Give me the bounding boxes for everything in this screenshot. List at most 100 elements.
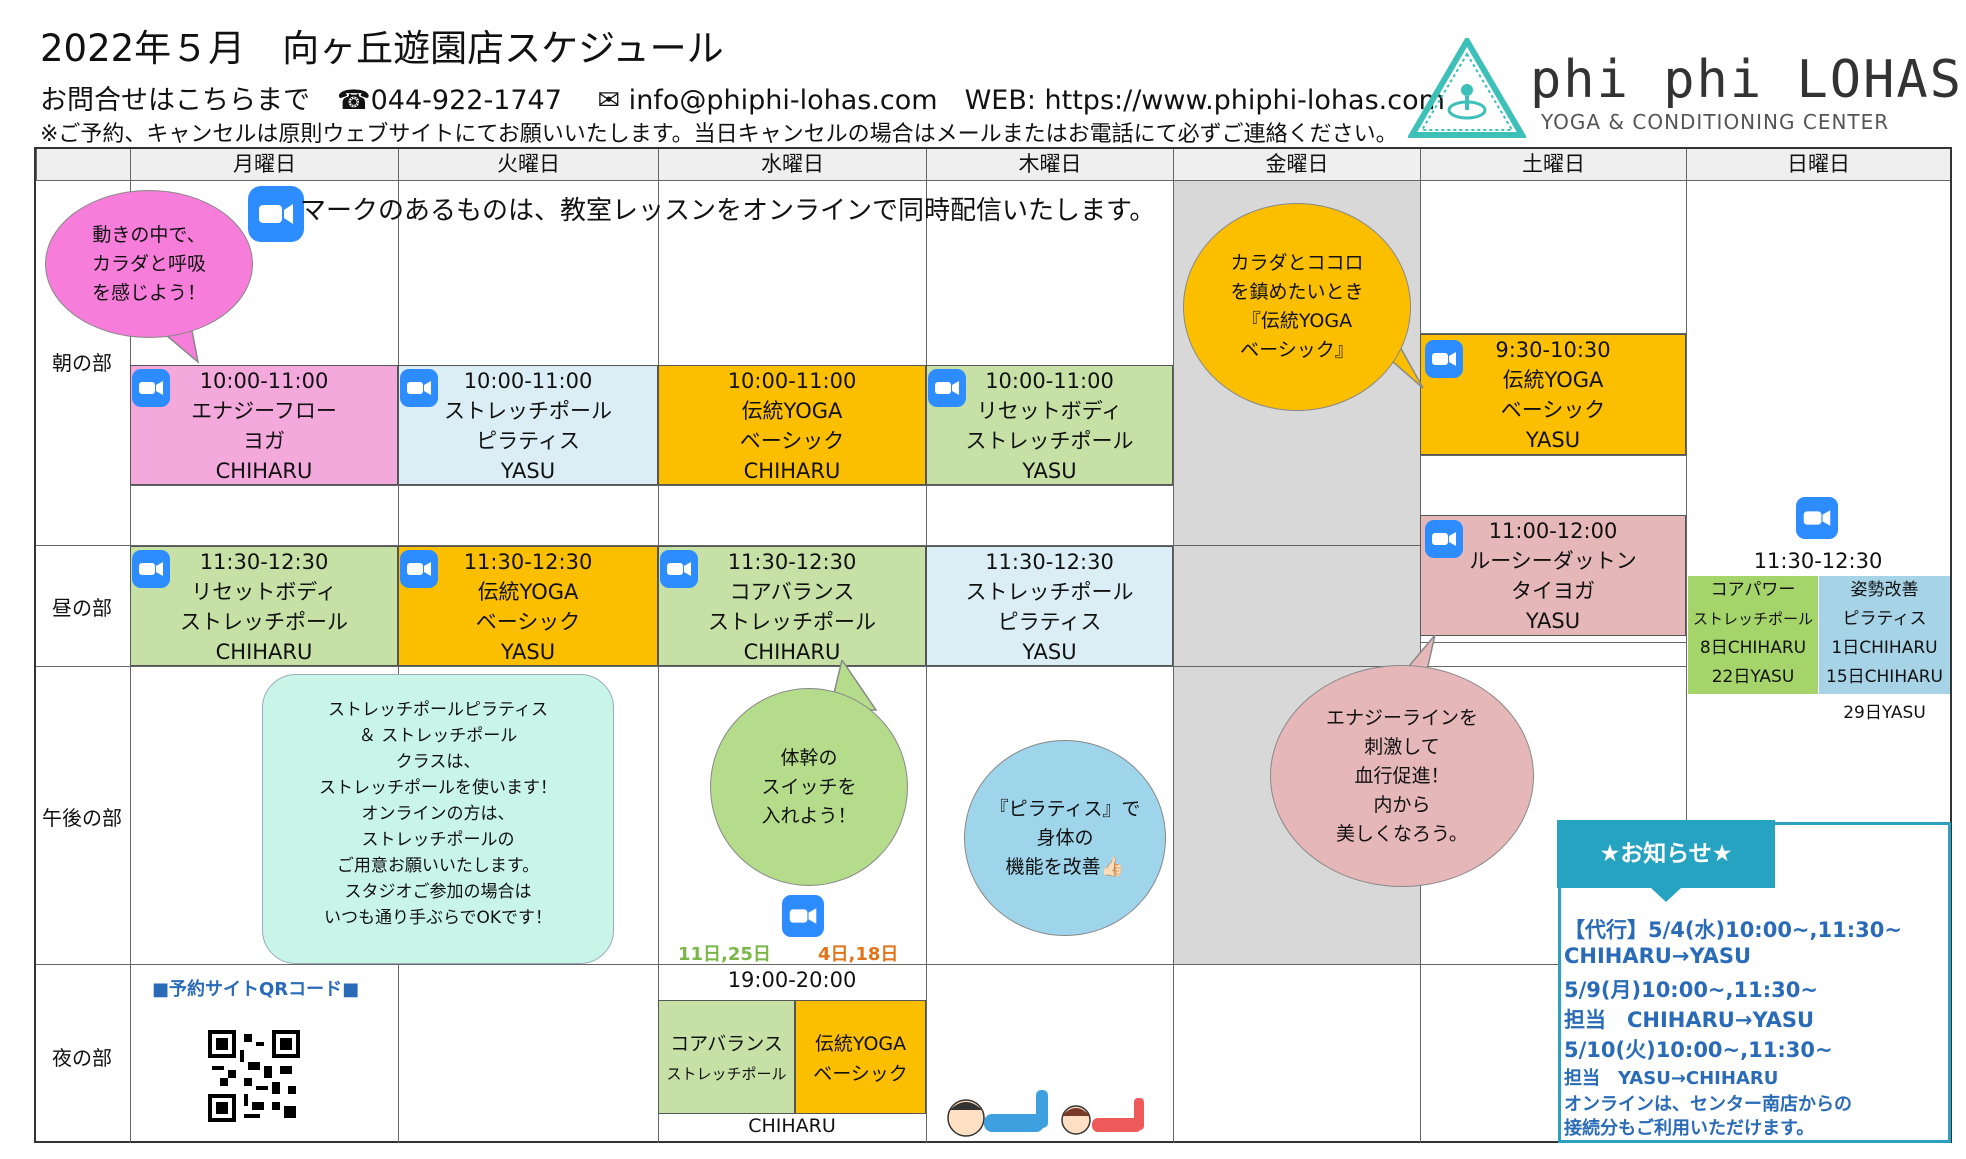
period-morning: 朝の部 <box>52 351 112 375</box>
class-teacher: CHIHARU <box>215 640 313 664</box>
grid-line <box>1420 455 1686 456</box>
class-name-sub: ベーシック <box>813 1063 908 1085</box>
logo-name: phi phi LOHAS <box>1530 50 1963 110</box>
class-teacher: YASU <box>1022 459 1077 483</box>
class-time: 10:00-11:00 <box>199 369 329 393</box>
class-tue-morning[interactable]: 10:00-11:00 ストレッチポール ピラティス YASU <box>398 365 658 485</box>
class-name: エナジーフロー <box>191 399 337 423</box>
sun-class-time: 11:30-12:30 <box>1753 549 1883 573</box>
period-noon: 昼の部 <box>52 596 112 620</box>
stretchpole-notice-box: ストレッチポールピラティス＆ ストレッチポールクラスは、 ストレッチポールを使い… <box>262 674 614 964</box>
class-time: 9:30-10:30 <box>1495 338 1611 362</box>
qr-code[interactable] <box>208 1030 300 1126</box>
class-name: リセットボディ <box>191 580 337 604</box>
bubble-blue: 『ピラティス』で身体の機能を改善👍🏻 <box>964 740 1166 936</box>
class-time: 11:30-12:30 <box>199 550 329 574</box>
class-name-sub: ベーシック <box>475 610 581 634</box>
class-thu-morning[interactable]: 10:00-11:00 リセットボディ ストレッチポール YASU <box>926 365 1173 485</box>
class-mon-noon[interactable]: 11:30-12:30 リセットボディ ストレッチポール CHIHARU <box>130 546 398 666</box>
day-header-sat: 土曜日 <box>1420 149 1686 180</box>
class-name-sub: ベーシック <box>739 429 845 453</box>
wed-evening-teacher: CHIHARU <box>748 1115 836 1137</box>
zoom-icon <box>132 550 170 588</box>
zoom-icon <box>1425 340 1463 378</box>
class-name-sub: ストレッチポール <box>180 610 348 634</box>
class-sun-left[interactable]: コアパワー ストレッチポール 8日CHIHARU 22日YASU <box>1688 576 1818 694</box>
news-title: ★お知らせ★ <box>1557 820 1775 902</box>
class-time: 10:00-11:00 <box>727 369 857 393</box>
wed-evening-time: 19:00-20:00 <box>727 968 857 992</box>
zoom-icon <box>248 186 304 242</box>
class-name-sub: タイヨガ <box>1511 579 1595 603</box>
contact-info: お問合せはこちらまで ☎044-922-1747 ✉ info@phiphi-l… <box>40 85 1445 116</box>
day-header-mon: 月曜日 <box>130 149 398 180</box>
zoom-icon <box>400 369 438 407</box>
period-afternoon: 午後の部 <box>42 806 122 830</box>
class-time: 10:00-11:00 <box>463 369 593 393</box>
class-date: 1日CHIHARU <box>1831 638 1938 658</box>
news-line: 担当 YASU→CHIHARU <box>1564 1068 1779 1089</box>
class-teacher: YASU <box>1525 609 1581 633</box>
zoom-icon <box>928 369 966 407</box>
class-wed-evening-right[interactable]: 伝統YOGA ベーシック <box>795 1000 926 1114</box>
grid-line <box>36 964 1558 965</box>
sun-extra-date: 29日YASU <box>1843 703 1926 723</box>
class-teacher: YASU <box>1022 640 1077 664</box>
class-name: ルーシーダットン <box>1469 549 1637 573</box>
news-line: 【代行】5/4(水)10:00~,11:30~ <box>1564 918 1902 942</box>
grid-line <box>36 545 1686 546</box>
header-corner <box>36 149 130 180</box>
class-time: 11:30-12:30 <box>463 550 593 574</box>
class-time: 11:30-12:30 <box>985 550 1114 574</box>
class-teacher: CHIHARU <box>743 459 841 483</box>
class-name: 姿勢改善 <box>1850 580 1919 600</box>
zoom-icon <box>1796 497 1838 539</box>
day-header-wed: 水曜日 <box>658 149 926 180</box>
class-mon-morning[interactable]: 10:00-11:00 エナジーフロー ヨガ CHIHARU <box>130 365 398 485</box>
wed-evening-dates-right: 4日,18日 <box>818 944 899 965</box>
class-name: ストレッチポール <box>444 399 612 423</box>
class-thu-noon[interactable]: 11:30-12:30 ストレッチポール ピラティス YASU <box>926 546 1173 666</box>
booking-notice: ※ご予約、キャンセルは原則ウェブサイトにてお願いいたします。当日キャンセルの場合… <box>40 122 1398 147</box>
logo-subtitle: YOGA & CONDITIONING CENTER <box>1541 110 1890 134</box>
class-teacher: YASU <box>500 459 556 483</box>
class-tue-noon[interactable]: 11:30-12:30 伝統YOGA ベーシック YASU <box>398 546 658 666</box>
logo-mark-icon <box>1406 35 1528 142</box>
class-wed-evening-left[interactable]: コアバランス ストレッチポール <box>658 1000 795 1114</box>
schedule-grid <box>34 147 1952 1143</box>
class-name-sub: ヨガ <box>243 429 285 453</box>
day-header-sun: 日曜日 <box>1686 149 1950 180</box>
qr-label: ■予約サイトQRコード■ <box>152 979 360 1000</box>
class-name: コアバランス <box>670 1033 783 1055</box>
class-sat-noon[interactable]: 11:00-12:00 ルーシーダットン タイヨガ YASU <box>1420 515 1686 636</box>
class-teacher: CHIHARU <box>215 459 313 483</box>
class-name: コアバランス <box>729 580 855 604</box>
class-name: リセットボディ <box>976 399 1123 423</box>
class-sat-morning[interactable]: 9:30-10:30 伝統YOGA ベーシック YASU <box>1420 334 1686 455</box>
class-name-sub: ストレッチポール <box>708 610 876 634</box>
class-name: 伝統YOGA <box>1502 368 1604 392</box>
class-teacher: CHIHARU <box>743 640 841 664</box>
class-wed-noon[interactable]: 11:30-12:30 コアバランス ストレッチポール CHIHARU <box>658 546 926 666</box>
class-sun-right[interactable]: 姿勢改善 ピラティス 1日CHIHARU 15日CHIHARU <box>1819 576 1950 694</box>
class-name: ストレッチポール <box>965 580 1134 604</box>
class-name: 伝統YOGA <box>477 580 579 604</box>
class-name: 伝統YOGA <box>814 1033 907 1055</box>
bubble-rose: エナジーラインを刺激して血行促進！内から美しくなろう。 <box>1270 665 1534 887</box>
news-line: 担当 CHIHARU→YASU <box>1564 1008 1815 1032</box>
grid-line <box>130 485 1173 486</box>
class-teacher: YASU <box>1525 428 1581 452</box>
day-header-tue: 火曜日 <box>398 149 658 180</box>
class-name-sub: ピラティス <box>1842 609 1927 629</box>
news-line: 接続分もご利用いただけます。 <box>1564 1118 1815 1139</box>
class-time: 11:00-12:00 <box>1488 519 1618 543</box>
class-time: 10:00-11:00 <box>985 369 1114 393</box>
class-name: 伝統YOGA <box>741 399 843 423</box>
class-wed-morning[interactable]: 10:00-11:00 伝統YOGA ベーシック CHIHARU <box>658 365 926 485</box>
page-title: 2022年５月 向ヶ丘遊園店スケジュール <box>40 27 724 70</box>
news-line: 5/9(月)10:00~,11:30~ <box>1564 978 1818 1002</box>
grid-line <box>36 180 1950 181</box>
class-teacher: YASU <box>500 640 556 664</box>
class-name-sub: ストレッチポール <box>666 1065 787 1083</box>
